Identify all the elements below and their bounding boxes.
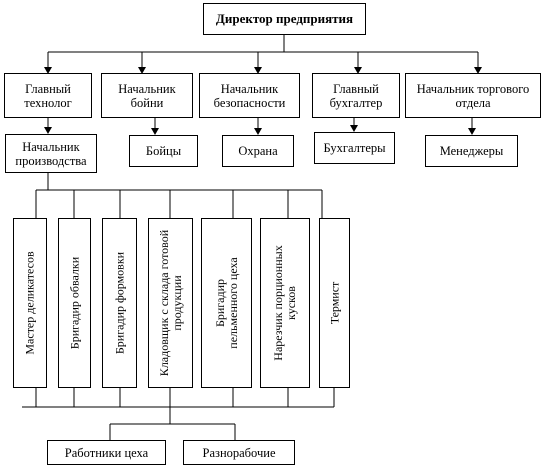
molding-foreman-box: Бригадир формовки (102, 218, 137, 388)
chief-accountant-label: Главный бухгалтер (329, 81, 383, 110)
managers-label: Менеджеры (439, 144, 504, 158)
portion-cutter-box: Нарезчик порционных кусков (260, 218, 310, 388)
portion-cutter-label: Нарезчик порционных кусков (271, 245, 298, 361)
director-box: Директор предприятия (203, 3, 366, 35)
chief-technologist-label: Главный технолог (24, 81, 72, 110)
accountants-box: Бухгалтеры (314, 132, 395, 164)
dumpling-foreman-label: Бригадир пельменного цеха (212, 257, 240, 349)
laborers-label: Разнорабочие (202, 445, 276, 460)
scalding-foreman-label: Бригадир обвалки (67, 256, 81, 350)
laborers-box: Разнорабочие (183, 440, 295, 465)
sales-head-label: Начальник торгового отдела (416, 81, 530, 110)
guards-box: Охрана (222, 135, 294, 167)
warehouse-keeper-box: Кладовщик с склада готовой продукции (148, 218, 193, 388)
production-head-box: Начальник производства (5, 134, 97, 173)
slaughterers-label: Бойцы (145, 144, 182, 158)
sales-head-box: Начальник торгового отдела (405, 73, 541, 118)
heat-operator-label: Термист (327, 281, 341, 325)
shop-workers-box: Работники цеха (47, 440, 166, 465)
slaughter-head-label: Начальник бойни (118, 81, 176, 110)
production-head-label: Начальник производства (15, 139, 87, 168)
heat-operator-box: Термист (319, 218, 350, 388)
security-head-box: Начальник безопасности (199, 73, 300, 118)
managers-box: Менеджеры (425, 135, 518, 167)
chief-accountant-box: Главный бухгалтер (312, 73, 400, 118)
dumpling-foreman-box: Бригадир пельменного цеха (201, 218, 252, 388)
slaughter-head-box: Начальник бойни (101, 73, 193, 118)
slaughterers-box: Бойцы (129, 135, 198, 167)
chief-technologist-box: Главный технолог (4, 73, 92, 118)
guards-label: Охрана (238, 144, 278, 158)
security-head-label: Начальник безопасности (213, 81, 286, 110)
accountants-label: Бухгалтеры (323, 141, 386, 155)
director-label: Директор предприятия (215, 11, 354, 26)
molding-foreman-label: Бригадир формовки (112, 251, 126, 355)
scalding-foreman-box: Бригадир обвалки (58, 218, 91, 388)
warehouse-keeper-label: Кладовщик с склада готовой продукции (156, 229, 184, 377)
delicacy-master-label: Мастер деликатесов (22, 251, 37, 355)
delicacy-master-box: Мастер деликатесов (13, 218, 47, 388)
shop-workers-label: Работники цеха (64, 445, 149, 460)
